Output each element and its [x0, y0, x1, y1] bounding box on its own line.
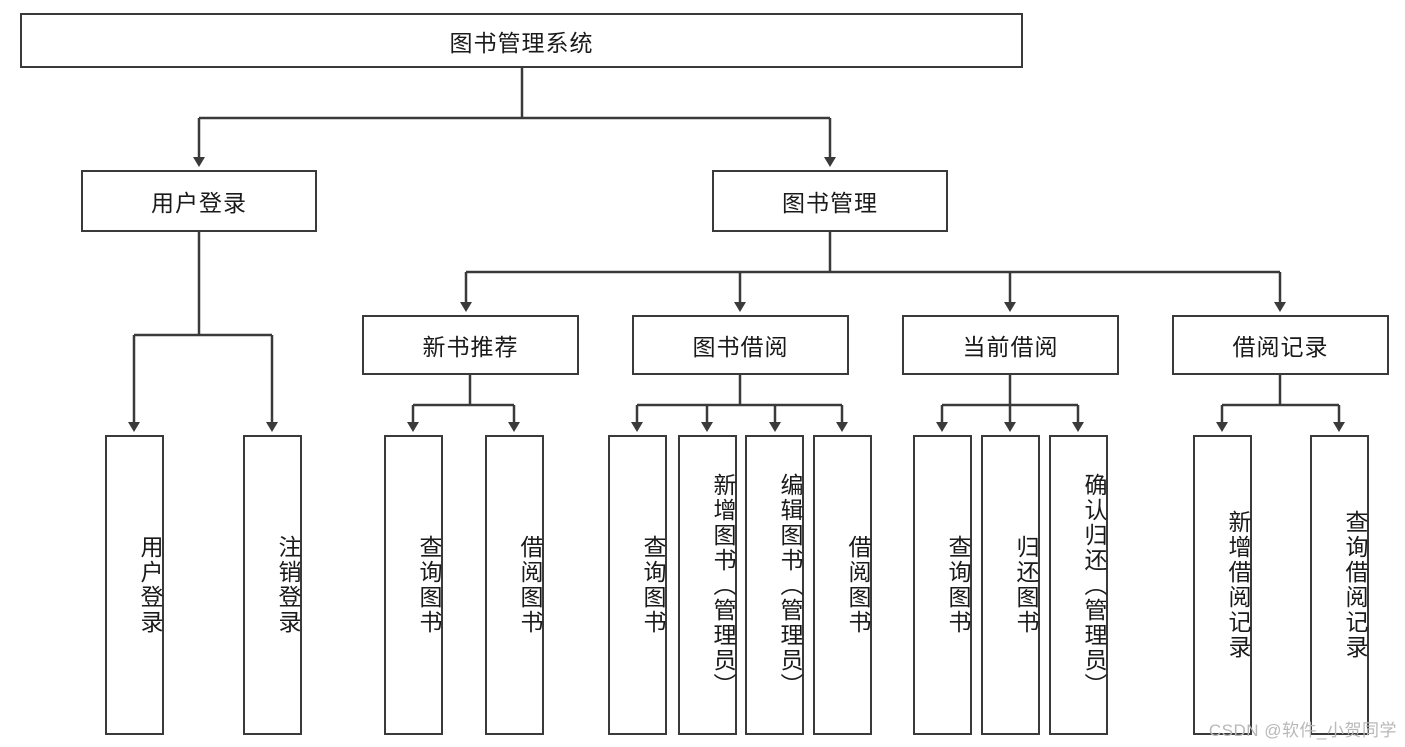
node-label: 借阅图书 — [517, 535, 543, 635]
node-label: 查询图书 — [945, 535, 971, 635]
leaf-user-login[interactable]: 用户登录 — [105, 435, 164, 735]
node-label: 借阅记录 — [1232, 334, 1329, 360]
watermark: CSDN @软件_小贺同学 — [1208, 721, 1397, 740]
leaf-return-book[interactable]: 归还图书 — [981, 435, 1040, 735]
node-label: 当前借阅 — [962, 334, 1059, 360]
node-label: 借阅图书 — [845, 535, 871, 635]
node-label: 查询图书 — [640, 535, 666, 635]
node-label: 图书借阅 — [692, 334, 789, 360]
node-label: 用户登录 — [151, 190, 247, 216]
leaf-confirm-return-admin[interactable]: 确认归还（管理员） — [1049, 435, 1108, 735]
leaf-query-book-current[interactable]: 查询图书 — [913, 435, 972, 735]
node-label: 确认归还（管理员） — [1081, 472, 1107, 698]
node-label: 查询借阅记录 — [1342, 510, 1368, 660]
leaf-query-borrow-record[interactable]: 查询借阅记录 — [1310, 435, 1369, 735]
node-label: 编辑图书（管理员） — [777, 472, 803, 698]
node-label: 查询图书 — [416, 535, 442, 635]
leaf-query-book-recommendation[interactable]: 查询图书 — [384, 435, 443, 735]
leaf-edit-book-admin[interactable]: 编辑图书（管理员） — [745, 435, 804, 735]
leaf-borrow-book[interactable]: 借阅图书 — [813, 435, 872, 735]
node-label: 图书管理系统 — [449, 29, 594, 56]
node-label: 用户登录 — [137, 535, 163, 635]
node-label: 归还图书 — [1013, 535, 1039, 635]
node-borrow-record[interactable]: 借阅记录 — [1172, 315, 1389, 375]
leaf-logout[interactable]: 注销登录 — [243, 435, 302, 735]
node-label: 图书管理 — [782, 190, 878, 216]
node-label: 新书推荐 — [422, 334, 519, 360]
leaf-add-borrow-record[interactable]: 新增借阅记录 — [1193, 435, 1252, 735]
node-book-management[interactable]: 图书管理 — [712, 170, 948, 232]
leaf-add-book-admin[interactable]: 新增图书（管理员） — [678, 435, 737, 735]
leaf-borrow-book-recommendation[interactable]: 借阅图书 — [485, 435, 544, 735]
node-new-book-recommendation[interactable]: 新书推荐 — [362, 315, 579, 375]
node-root-book-management-system[interactable]: 图书管理系统 — [20, 13, 1023, 68]
node-current-borrow[interactable]: 当前借阅 — [902, 315, 1119, 375]
node-label: 新增图书（管理员） — [710, 472, 736, 698]
node-label: 注销登录 — [275, 535, 301, 635]
leaf-query-book-borrow[interactable]: 查询图书 — [608, 435, 667, 735]
node-user-login[interactable]: 用户登录 — [81, 170, 317, 232]
node-label: 新增借阅记录 — [1225, 510, 1251, 660]
node-book-borrow[interactable]: 图书借阅 — [632, 315, 849, 375]
